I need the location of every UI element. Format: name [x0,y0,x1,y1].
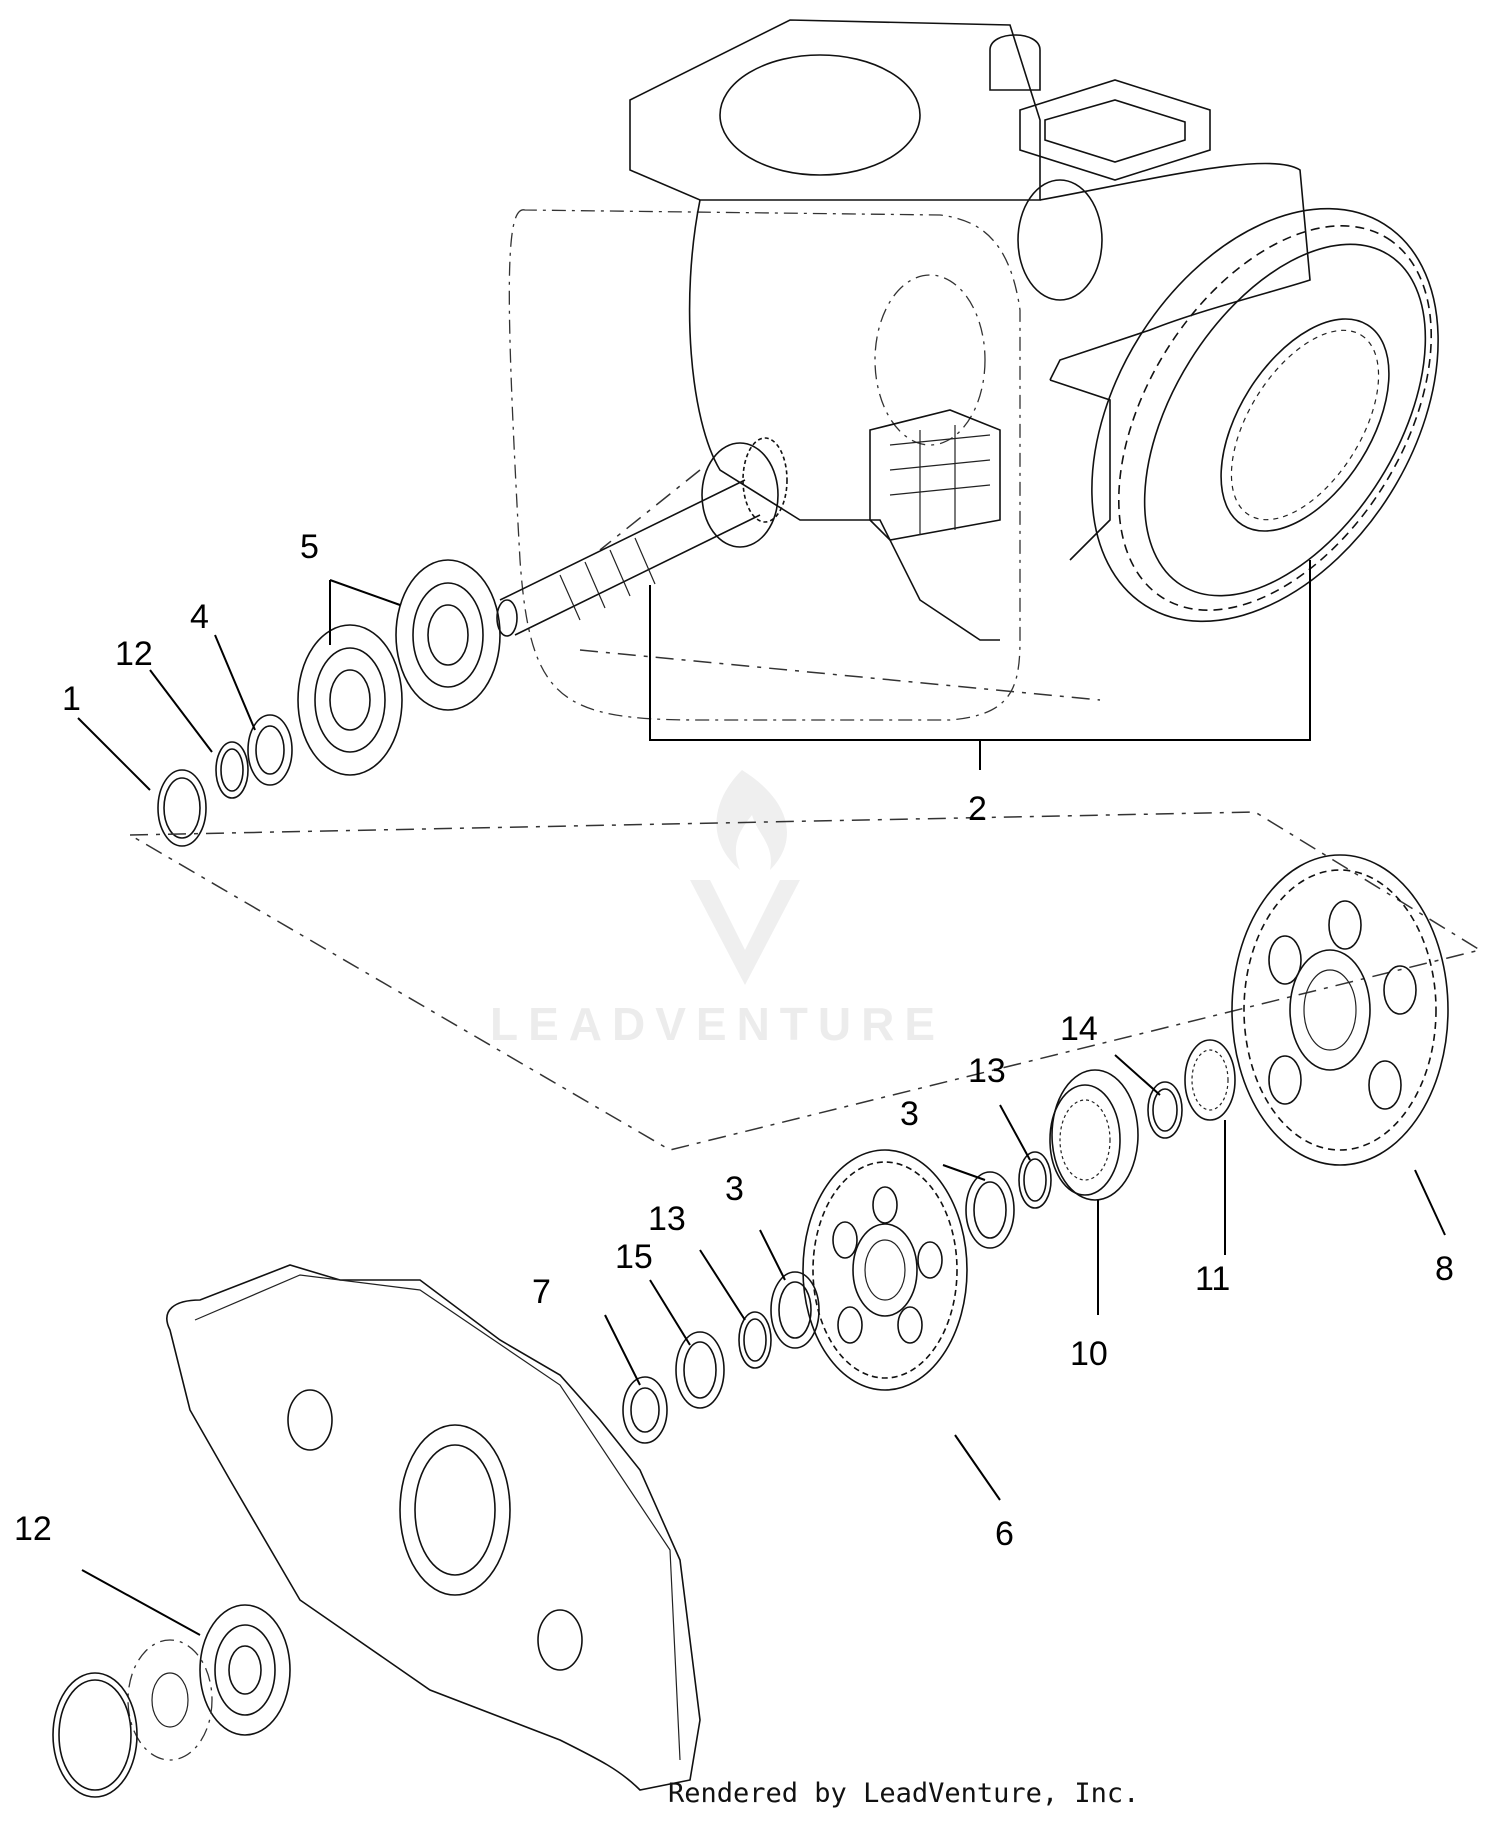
clutch-collar-10 [1049,1069,1139,1201]
callout-2: 2 [968,790,987,828]
washer-7 [622,1376,668,1444]
callout-7: 7 [532,1273,551,1311]
leader-lines [77,579,1446,1636]
bearing-12-lower [199,1604,291,1736]
snap-ring-lower [52,1672,138,1798]
callout-15: 15 [615,1238,653,1276]
watermark: LEADVENTURE [490,770,945,1050]
collar-4 [247,714,293,786]
callout-13-left: 13 [648,1200,686,1238]
callout-10: 10 [1070,1335,1108,1373]
bracket-2 [649,560,1311,770]
callout-12-lower: 12 [14,1510,52,1548]
rear-cover [166,1264,701,1791]
bushing-15 [675,1331,725,1409]
ring-gear [1091,207,1439,623]
callout-11: 11 [1195,1260,1230,1298]
transmission-housing [508,19,1311,721]
bearing-5-rear [395,559,501,711]
callout-1: 1 [62,680,81,718]
input-shaft [496,437,788,637]
gear-6 [802,1149,968,1391]
subassembly-outline [127,811,1482,1151]
callouts: 1 12 4 5 2 7 15 13 3 6 3 13 14 10 11 8 1… [14,528,1454,1553]
render-credit: Rendered by LeadVenture, Inc. [668,1778,1140,1809]
snap-ring-1 [157,769,207,847]
large-gear-8 [1231,854,1449,1166]
thrust-washer-3-right [965,1171,1015,1249]
snap-ring-14 [1147,1081,1183,1139]
thrust-washer-3-left [770,1271,820,1349]
callout-14: 14 [1060,1010,1098,1048]
callout-5: 5 [300,528,319,566]
snap-ring-12-upper [215,741,249,799]
callout-8: 8 [1435,1250,1454,1288]
callout-13-right: 13 [968,1052,1006,1090]
seal-lower [127,1639,213,1761]
callout-3-right: 3 [900,1095,919,1133]
snap-ring-13-left [738,1311,772,1369]
snap-ring-13-right [1018,1151,1052,1209]
bearing-5-front [297,624,403,776]
spline-hub-11 [1184,1039,1236,1121]
callout-3-left: 3 [725,1170,744,1208]
callout-6: 6 [995,1515,1014,1553]
callout-12-upper: 12 [115,635,153,673]
watermark-brand: LEADVENTURE [490,998,945,1050]
callout-4: 4 [190,598,209,636]
